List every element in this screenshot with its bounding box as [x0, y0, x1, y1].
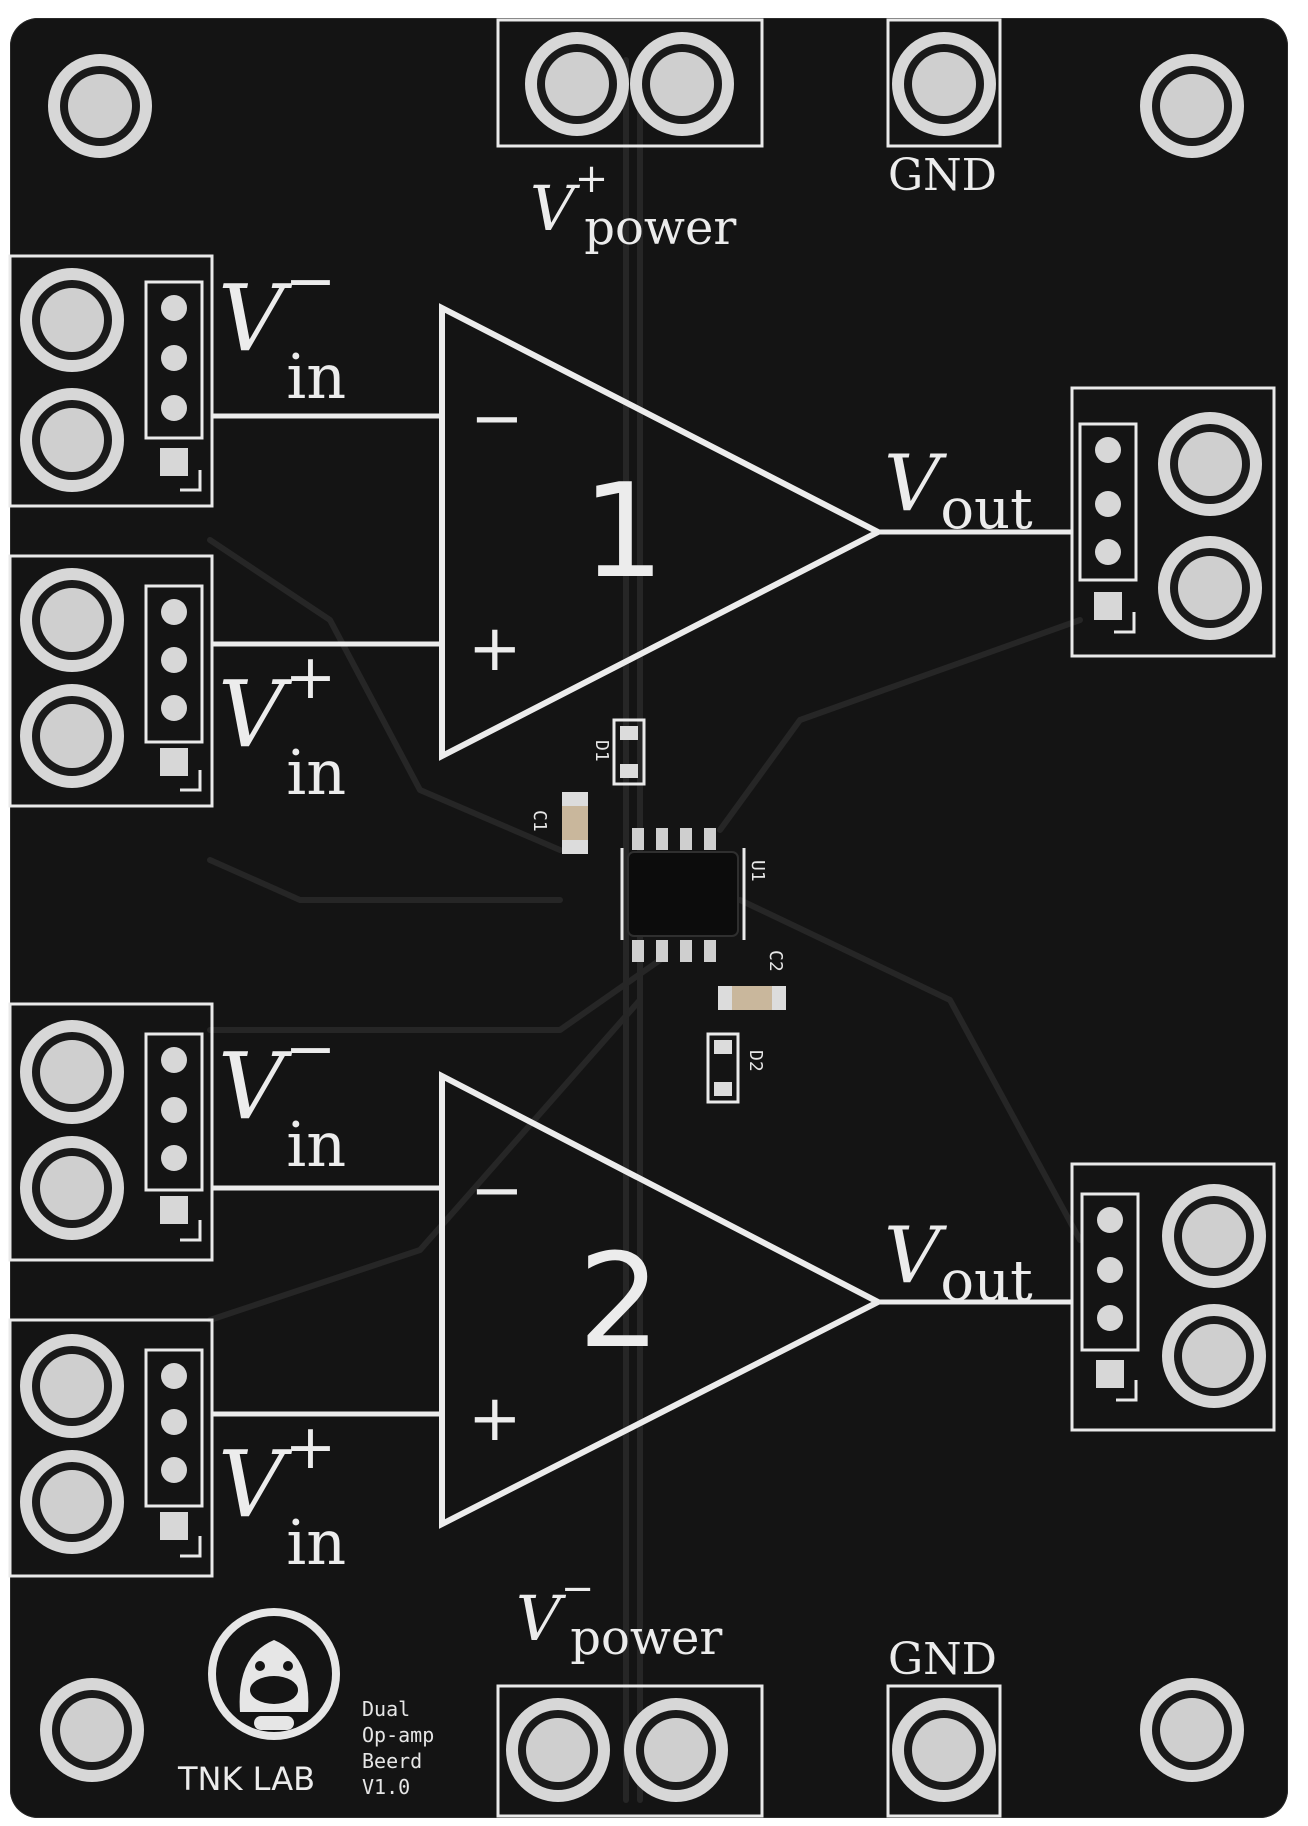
- label-vout-2: Vout: [884, 1211, 1033, 1314]
- logo-title-line-4: V1.0: [362, 1775, 410, 1799]
- ic-u1: [620, 828, 746, 962]
- opamp-2-plus: +: [468, 1382, 522, 1456]
- capacitor-c1: [562, 792, 588, 854]
- mounting-hole-top-left: [48, 54, 152, 158]
- connector-gnd-top: [886, 18, 1002, 148]
- capacitor-c2: [718, 986, 786, 1010]
- mounting-hole-top-right: [1140, 54, 1244, 158]
- opamp-2-number: 2: [578, 1225, 661, 1377]
- opamp-1-symbol: [212, 303, 1072, 761]
- label-gnd-bottom: GND: [888, 1634, 997, 1685]
- label-c2: C2: [765, 950, 786, 972]
- label-u1: U1: [747, 860, 768, 882]
- diode-d2: [706, 1032, 740, 1104]
- connector-vin-minus-2: [8, 1002, 214, 1262]
- connector-vin-plus-1: [8, 554, 214, 808]
- label-d2: D2: [745, 1050, 766, 1072]
- label-vin-minus-2: V−in: [218, 1012, 346, 1181]
- label-vin-minus-1: V−in: [218, 244, 346, 413]
- opamp-2-symbol: [212, 1071, 1072, 1529]
- logo-brand: TNK LAB: [177, 1760, 315, 1798]
- label-c1: C1: [529, 810, 550, 832]
- mounting-hole-bottom-left: [40, 1678, 144, 1782]
- mounting-hole-bottom-right: [1140, 1678, 1244, 1782]
- connector-v-power-minus: [496, 1684, 764, 1818]
- connector-vout-2: [1070, 1162, 1276, 1432]
- opamp-1-plus: +: [468, 612, 522, 686]
- opamp-1-number: 1: [582, 455, 665, 607]
- logo-title-line-1: Dual: [362, 1697, 410, 1721]
- label-vin-plus-2: V+in: [218, 1410, 346, 1579]
- tnk-lab-logo: [208, 1608, 340, 1740]
- diode-d1: [612, 718, 646, 786]
- connector-vout-1: [1070, 386, 1276, 658]
- logo-title-line-3: Beerd: [362, 1749, 422, 1773]
- label-v-power-plus: V+power: [530, 156, 736, 256]
- connector-vin-plus-2: [8, 1318, 214, 1578]
- copper-traces: [207, 57, 1083, 1803]
- label-vout-1: Vout: [884, 439, 1033, 542]
- opamp-1-minus: −: [470, 382, 524, 456]
- opamp-2-minus: −: [470, 1154, 524, 1228]
- connector-v-power-plus: [496, 18, 764, 148]
- logo-title-line-2: Op-amp: [362, 1723, 434, 1747]
- label-gnd-top: GND: [888, 150, 997, 201]
- connector-gnd-bottom: [886, 1684, 1002, 1818]
- label-vin-plus-1: V+in: [218, 640, 346, 809]
- label-v-power-minus: V−power: [516, 1566, 722, 1666]
- label-d1: D1: [591, 740, 612, 762]
- connector-vin-minus-1: [8, 254, 214, 508]
